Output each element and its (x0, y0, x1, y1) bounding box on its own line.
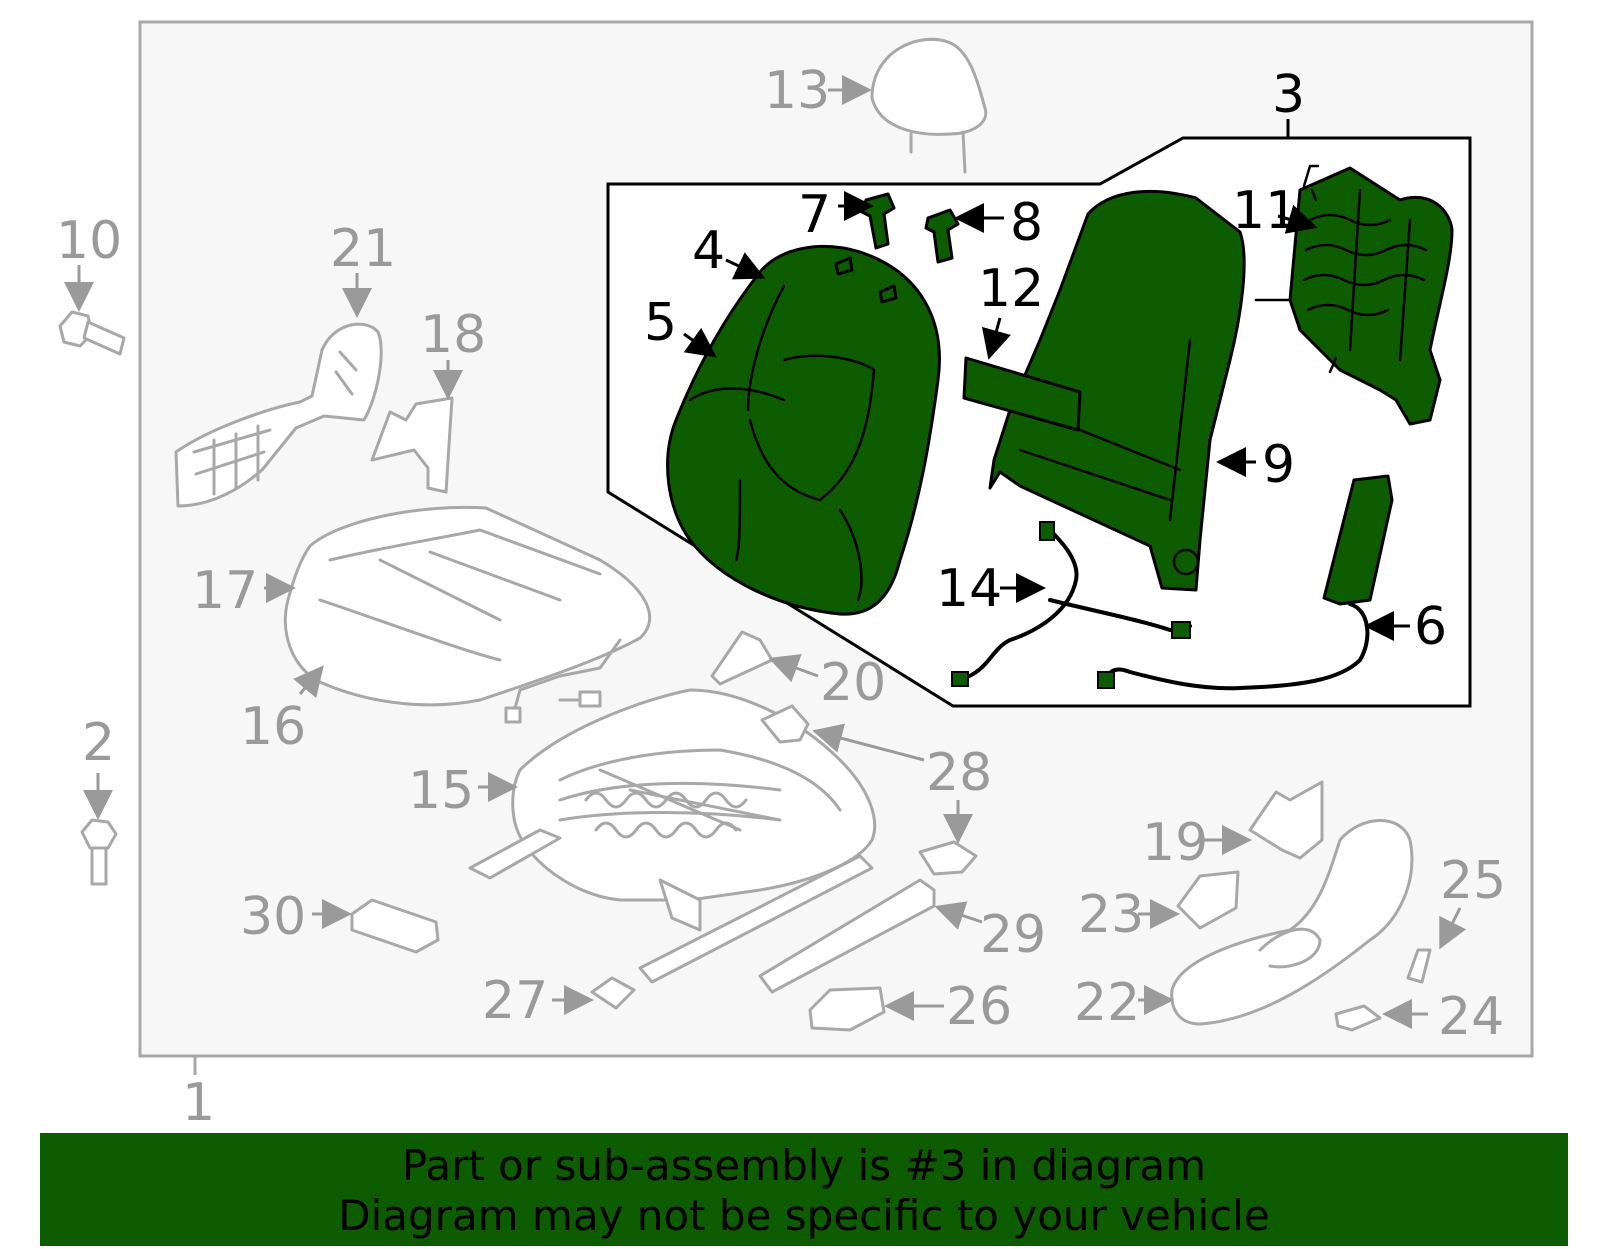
part-24-knob (1334, 1004, 1382, 1032)
label-8: 8 (1010, 193, 1043, 253)
label-16: 16 (240, 697, 306, 757)
label-2: 2 (82, 713, 115, 773)
part-13-headrest (870, 37, 988, 174)
label-26: 26 (946, 977, 1012, 1037)
part-30-module (350, 898, 440, 954)
part-2-bolt (80, 818, 118, 886)
label-13: 13 (764, 61, 830, 121)
part-19-bracket (1248, 780, 1324, 860)
part-20-bracket (710, 630, 774, 686)
label-14: 14 (936, 559, 1002, 619)
label-21: 21 (330, 219, 396, 279)
part-8-fastener (924, 208, 960, 264)
label-6: 6 (1414, 597, 1447, 657)
part-23-switch (1176, 870, 1240, 930)
label-11: 11 (1232, 181, 1298, 241)
part-9-backrest-frame (962, 189, 1246, 592)
label-30: 30 (240, 887, 306, 947)
label-24: 24 (1438, 987, 1504, 1047)
part-14-wire-harness (951, 521, 1192, 687)
banner-line-2: Diagram may not be specific to your vehi… (338, 1191, 1270, 1240)
label-9: 9 (1262, 435, 1295, 495)
label-15: 15 (408, 761, 474, 821)
part-11-spring-mat (1254, 164, 1454, 426)
part-29-rail-cover (758, 878, 936, 994)
part-6-side-airbag (1097, 474, 1394, 691)
label-23: 23 (1078, 885, 1144, 945)
label-10: 10 (56, 211, 122, 271)
part-16-17-seat-cushion (283, 505, 651, 724)
label-19: 19 (1142, 813, 1208, 873)
part-4-5-backrest-pad (666, 245, 941, 616)
part-27-clip (590, 976, 636, 1010)
label-7: 7 (798, 185, 831, 245)
info-banner: Part or sub-assembly is #3 in diagram Di… (40, 1133, 1568, 1246)
label-4: 4 (692, 221, 725, 281)
label-18: 18 (420, 305, 486, 365)
label-20: 20 (820, 653, 886, 713)
part-22-side-shield (1170, 819, 1414, 1026)
label-17: 17 (192, 561, 258, 621)
label-27: 27 (482, 971, 548, 1031)
part-18-bracket (370, 396, 454, 494)
label-28: 28 (926, 743, 992, 803)
label-5: 5 (644, 293, 677, 353)
label-29: 29 (980, 905, 1046, 965)
label-22: 22 (1074, 973, 1140, 1033)
part-25-knob (1406, 948, 1432, 984)
label-1: 1 (182, 1073, 215, 1133)
label-25: 25 (1440, 851, 1506, 911)
part-21-recliner-cover (174, 322, 383, 508)
part-10-bolt (58, 310, 126, 356)
banner-line-1: Part or sub-assembly is #3 in diagram (401, 1141, 1207, 1190)
label-12: 12 (978, 259, 1044, 319)
label-3: 3 (1272, 65, 1305, 125)
